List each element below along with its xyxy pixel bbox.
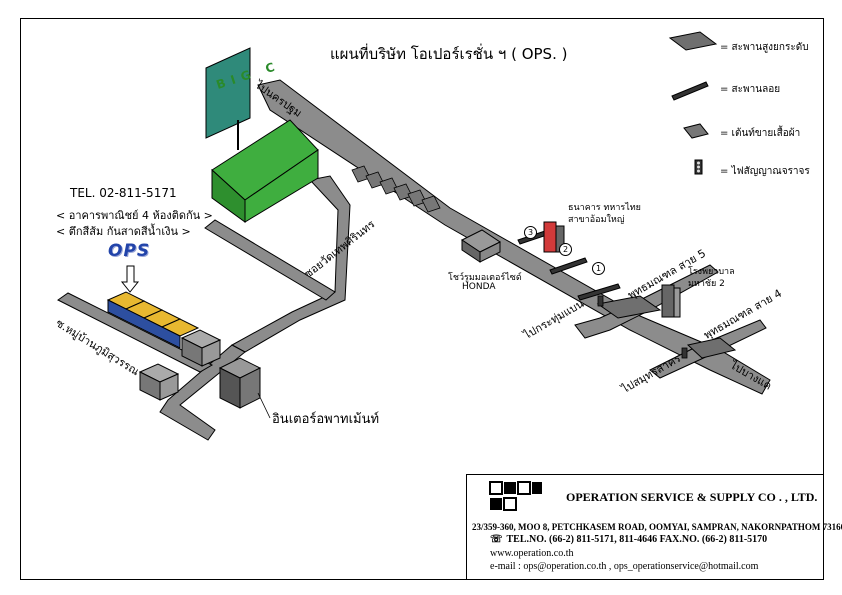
legend-tent-icon — [683, 123, 709, 139]
footbridge-1 — [577, 283, 621, 301]
honda-label-line1: โชว์รูมมอเตอร์ไซด์ — [448, 273, 522, 283]
honda-showroom — [461, 229, 501, 263]
map-title: แผนที่บริษัท โอเปอร์เรชั่น ฯ ( OPS. ) — [330, 45, 568, 63]
ops-tel: TEL. 02-811-5171 — [70, 186, 177, 200]
footbridge-2 — [549, 257, 588, 275]
traffic-light-2 — [681, 347, 688, 359]
hospital-label-line1: โรงพยาบาล — [688, 267, 735, 277]
main-road-petchkasem — [257, 79, 771, 395]
inter-pointer-line — [257, 392, 271, 419]
ops-building — [106, 291, 200, 349]
legend-overpass-label: = สะพานสูงยกระดับ — [720, 42, 809, 53]
map-frame — [20, 18, 824, 580]
legend-traffic-light-icon — [694, 159, 703, 175]
overpass-1 — [596, 295, 662, 319]
hospital-building — [661, 284, 681, 318]
overpass-2 — [686, 337, 737, 359]
marker-2: 2 — [559, 243, 572, 256]
inter-apartment-building — [218, 357, 262, 409]
traffic-light-1 — [597, 295, 604, 307]
legend-footbridge-label: = สะพานลอย — [720, 84, 781, 95]
hospital-label-line2: มหาชัย 2 — [688, 279, 725, 289]
honda-label-line2: HONDA — [462, 282, 496, 292]
big-c-store — [211, 119, 319, 223]
company-tel-text: TEL.NO. (66-2) 811-5171, 811-4646 FAX.NO… — [506, 534, 768, 545]
company-name: OPERATION SERVICE & SUPPLY CO . , LTD. — [566, 490, 818, 504]
legend-overpass-icon — [668, 31, 718, 51]
tent-row — [351, 165, 441, 213]
big-c-sign — [205, 47, 251, 150]
ops-building-desc: < อาคารพาณิชย์ 4 ห้องติดกัน > — [56, 209, 213, 222]
phone-icon: ☏ — [490, 534, 503, 545]
company-address: 23/359-360, MOO 8, PETCHKASEM ROAD, OOMY… — [472, 522, 842, 532]
inter-apartment-label: อินเตอร์อพาทเม้นท์ — [272, 412, 380, 427]
ops-color-desc: < ตึกสีส้ม กันสาดสีน้ำเงิน > — [56, 225, 191, 238]
pointer-hand-icon — [120, 265, 140, 293]
bank-label-line2: สาขาอ้อมใหญ่ — [568, 215, 625, 225]
company-website[interactable]: www.operation.co.th — [490, 548, 574, 559]
company-tel-fax: ☏TEL.NO. (66-2) 811-5171, 811-4646 FAX.N… — [490, 534, 767, 545]
legend-footbridge-icon — [671, 81, 709, 101]
legend-traffic-light-label: = ไฟสัญญาณจราจร — [720, 166, 810, 177]
company-info-box — [466, 474, 824, 580]
bank-label-line1: ธนาคาร ทหารไทย — [568, 203, 641, 213]
legend-tent-label: = เต้นท์ขายเสื้อผ้า — [720, 128, 801, 139]
ops-logo: OPS — [108, 241, 151, 261]
marker-3: 3 — [524, 226, 537, 239]
road-village — [57, 292, 214, 373]
village-buildings — [138, 329, 222, 401]
marker-1: 1 — [592, 262, 605, 275]
company-logo — [489, 481, 542, 511]
company-email[interactable]: e-mail : ops@operation.co.th , ops_opera… — [490, 561, 759, 572]
